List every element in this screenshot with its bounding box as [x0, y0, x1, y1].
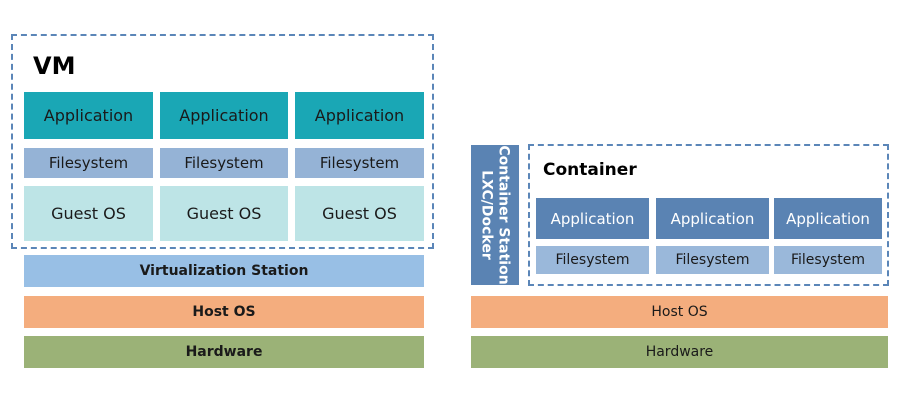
vm-application-1: Application: [24, 92, 153, 139]
container-application-3: Application: [774, 198, 882, 239]
container-application-2: Application: [656, 198, 769, 239]
vm-guest-os-1: Guest OS: [24, 186, 153, 241]
container-application-1: Application: [536, 198, 649, 239]
container-boundary: [528, 144, 889, 286]
container-filesystem-1: Filesystem: [536, 246, 649, 274]
vm-guest-os-3: Guest OS: [295, 186, 424, 241]
container-host-os-layer: Host OS: [471, 296, 888, 328]
vm-filesystem-2: Filesystem: [160, 148, 288, 178]
vm-application-2: Application: [160, 92, 288, 139]
vm-host-os-layer: Host OS: [24, 296, 424, 328]
vm-hardware-layer: Hardware: [24, 336, 424, 368]
vm-filesystem-1: Filesystem: [24, 148, 153, 178]
container-filesystem-2: Filesystem: [656, 246, 769, 274]
virtualization-station-layer: Virtualization Station: [24, 255, 424, 287]
vm-boundary: [11, 34, 434, 249]
vm-title: VM: [33, 52, 76, 80]
vm-guest-os-2: Guest OS: [160, 186, 288, 241]
container-station-sublabel: LXC/Docker: [479, 170, 495, 260]
vm-filesystem-3: Filesystem: [295, 148, 424, 178]
container-title: Container: [543, 160, 637, 180]
container-hardware-layer: Hardware: [471, 336, 888, 368]
container-filesystem-3: Filesystem: [774, 246, 882, 274]
vm-application-3: Application: [295, 92, 424, 139]
container-station-label: Container Station: [496, 145, 512, 285]
container-station-layer: Container Station LXC/Docker: [471, 145, 519, 285]
